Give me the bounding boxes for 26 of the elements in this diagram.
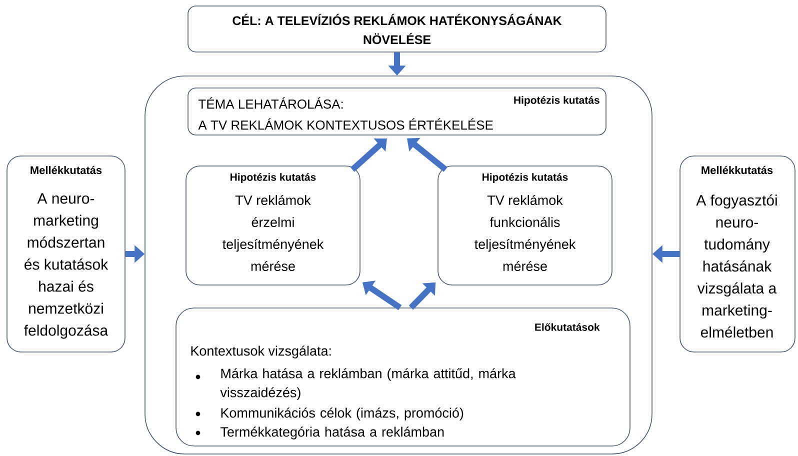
- box-heading: Hipotézis kutatás: [514, 96, 600, 106]
- box-text: TV reklámok funkcionális teljesítményének mérése: [474, 194, 576, 272]
- goal-text: CÉL: A TELEVÍZIÓS REKLÁMOK HATÉKONYSÁGÁNAK NÖVELÉSE: [232, 14, 562, 44]
- box-heading: Mellékkutatás: [702, 166, 773, 174]
- box-heading: Hipotézis kutatás: [482, 173, 568, 183]
- arrow: [407, 138, 448, 172]
- arrow: [350, 138, 387, 172]
- goal-box: [188, 6, 606, 52]
- topic-title: TÉMA LEHATÁROLÁSA:: [198, 97, 343, 109]
- hypothesis-box: [186, 166, 360, 286]
- preliminary-research-box: [176, 308, 630, 446]
- topic-box: [188, 88, 606, 136]
- list-heading: Kontextusok vizsgálata:: [191, 346, 331, 358]
- hypothesis-box: [438, 166, 612, 286]
- list-item: Márka hatása a reklámban (márka attitűd, márka visszaidézés): [220, 368, 516, 400]
- list-item: Kommunikációs célok (imázs, promóció): [221, 408, 464, 420]
- box-text: A neuro-marketing módszertan és kutatások hazai és nemzetközi feldolgozása: [24, 193, 108, 339]
- list-item: Termékkategória hatása a reklámban: [220, 426, 444, 440]
- side-research-box: [680, 156, 796, 352]
- box-text: TV reklámok érzelmi teljesítményének mérése: [222, 194, 324, 272]
- topic-text: A TV REKLÁMOK KONTEXTUSOS ÉRTÉKELÉSE: [198, 118, 493, 130]
- box-text: A fogyasztói neuro-tudomány hatásának vizsgálata a marketing-elméletben: [696, 194, 777, 338]
- box-heading: Előkutatások: [535, 323, 600, 331]
- box-heading: Hipotézis kutatás: [230, 173, 316, 183]
- box-heading: Mellékkutatás: [30, 166, 102, 174]
- side-research-box: [6, 156, 126, 352]
